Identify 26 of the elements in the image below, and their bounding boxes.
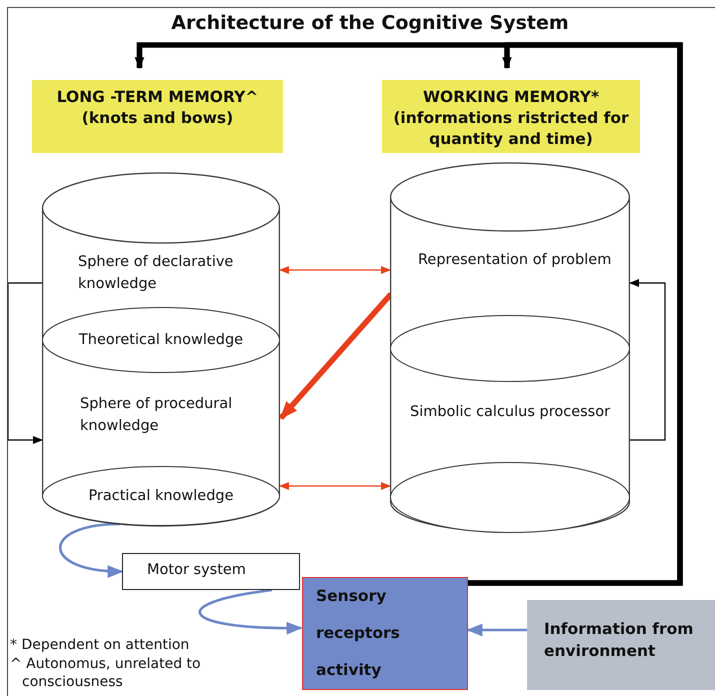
ellipse-shape: Theoretical knowledge — [42, 307, 280, 373]
arrow — [7, 282, 43, 444]
process-box: Motor system — [122, 553, 300, 590]
block-arrow — [466, 624, 527, 636]
section-label: Sphere of procedural knowledge — [42, 390, 280, 444]
diagram-title: Architecture of the Cognitive System — [170, 12, 570, 34]
double-arrow — [279, 482, 391, 490]
memory-label-box: LONG -TERM MEMORY^ (knots and bows) — [32, 80, 283, 153]
section-label: Sphere of declarative knowledge — [42, 248, 280, 298]
arrow — [468, 42, 683, 586]
ellipse-shape: Practical knowledge — [42, 466, 280, 526]
block-arrow — [198, 588, 303, 634]
ellipse-shape — [390, 462, 630, 533]
double-arrow — [279, 266, 391, 274]
section-label: Representation of problem — [390, 246, 630, 302]
footnote: * Dependent on attention — [10, 636, 190, 654]
section-label: Simbolic calculus processor — [390, 398, 630, 454]
arrow — [629, 279, 666, 441]
block-arrow — [59, 522, 124, 578]
cylinder — [390, 162, 630, 534]
process-box: Sensory receptors activity — [302, 577, 468, 690]
ellipse-shape — [390, 315, 630, 382]
process-box: Information from environment — [527, 600, 715, 690]
memory-label-box: WORKING MEMORY* (informations ristricted for quantity and time) — [382, 80, 640, 153]
footnote: ^ Autonomus, unrelated to consciousness — [10, 655, 202, 691]
cylinder — [42, 172, 280, 528]
